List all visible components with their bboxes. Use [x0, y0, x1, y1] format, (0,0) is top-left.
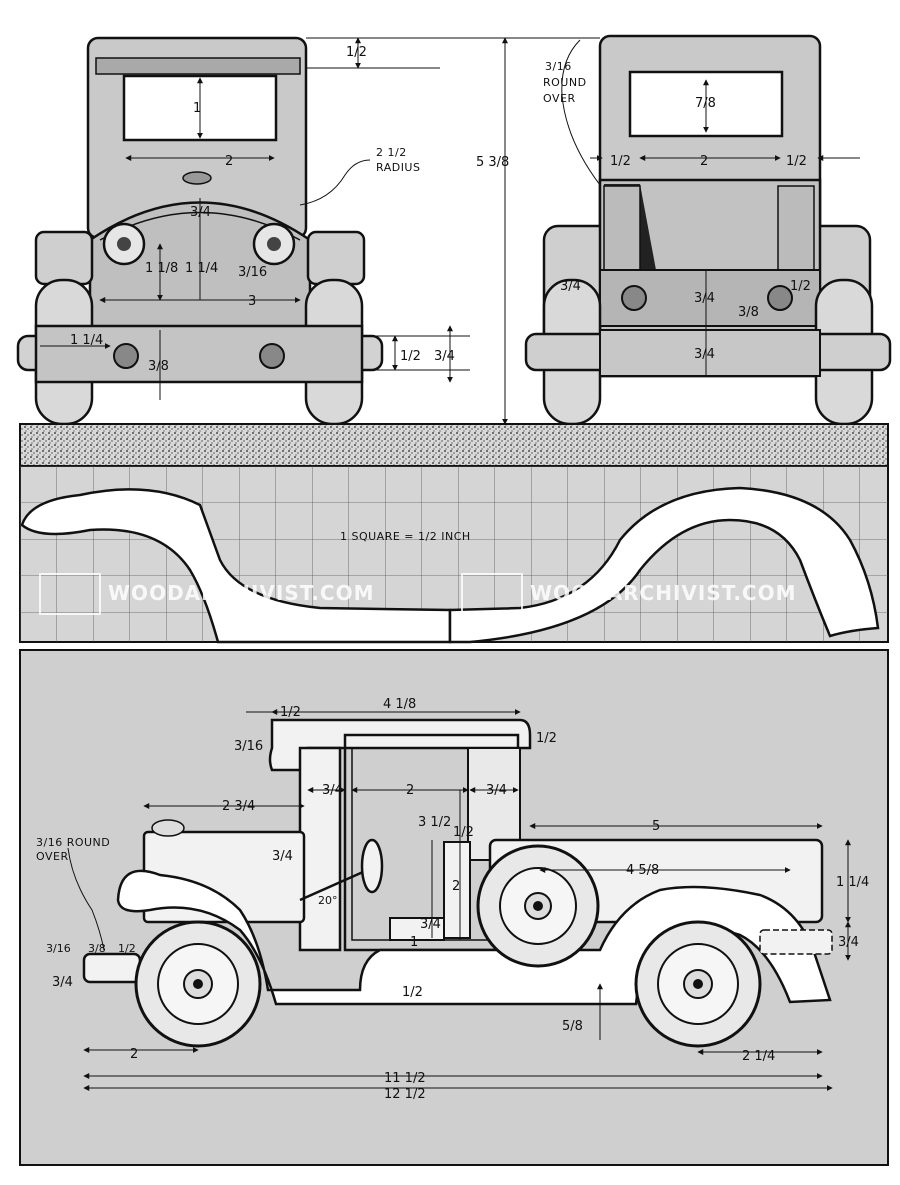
rear-wheel: [634, 920, 762, 1048]
rear-round-note-2: ROUND: [543, 76, 587, 89]
rear-side: 3/4: [560, 279, 581, 294]
side-front-b: 3/8: [88, 942, 106, 955]
rear-hole-r: 1/2: [790, 279, 811, 294]
side-round-note-1: 3/16 ROUND: [36, 836, 110, 849]
side-rear-bumper: 3/4: [838, 935, 859, 950]
top-gap: 1/2: [346, 45, 367, 60]
side-seat-thickness: 1/2: [453, 825, 474, 840]
side-overall-length: 12 1/2: [384, 1087, 426, 1102]
side-axle-rear: 2 1/4: [742, 1049, 775, 1064]
watermark-left: WOODARCHIVIST.COM: [39, 573, 375, 615]
radius-note-line2: RADIUS: [376, 161, 420, 174]
side-door-width: 2: [406, 783, 414, 798]
rear-view: 7/8 1/2 2 1/2 3/4 3/4 1/2 3/8 3/4 3/16 R…: [524, 34, 892, 426]
front-windshield-width: 2: [225, 154, 233, 169]
side-pillar-right: 3/4: [486, 783, 507, 798]
side-roof-back: 1/2: [536, 731, 557, 746]
rear-hole-sm: 3/8: [738, 305, 759, 320]
front-headlight-dia: 3/16: [238, 265, 267, 280]
side-front-c: 1/2: [118, 942, 136, 955]
side-roof-length: 4 1/8: [383, 697, 416, 712]
mid-wheel: [476, 844, 600, 968]
side-axle-height: 5/8: [562, 1019, 583, 1034]
side-roof-thickness: 3/16: [234, 739, 263, 754]
side-wheelbase: 11 1/2: [384, 1071, 426, 1086]
side-pillar-left: 3/4: [322, 783, 343, 798]
rear-round-note-1: 3/16: [545, 60, 572, 73]
front-bumper-side: 1 1/4: [70, 333, 103, 348]
side-bed-length: 5: [652, 819, 660, 834]
pattern-scale-note: 1 SQUARE = 1/2 INCH: [340, 530, 471, 543]
overall-height: 5 3/8: [476, 155, 509, 170]
front-headlight-low: 1 1/8: [145, 261, 178, 276]
front-hood-top: 3/4: [190, 205, 211, 220]
ground-strip: [19, 423, 889, 467]
side-hood-length: 2 3/4: [222, 799, 255, 814]
side-seat-post: 2: [452, 879, 460, 894]
rear-round-note-3: OVER: [543, 92, 576, 105]
side-wheel-width: 4 5/8: [626, 863, 659, 878]
rear-bed-mid: 3/4: [694, 291, 715, 306]
side-floor-width: 1: [410, 935, 418, 950]
side-bed-height: 1 1/4: [836, 875, 869, 890]
front-bumper-hole: 3/8: [148, 359, 169, 374]
front-headlight-high: 1 1/4: [185, 261, 218, 276]
watermark-right: WOODARCHIVIST.COM: [461, 573, 797, 615]
side-front-a: 3/16: [46, 942, 71, 955]
side-floor-height: 3/4: [420, 917, 441, 932]
rear-bottom: 3/4: [694, 347, 715, 362]
front-wheel: [134, 920, 262, 1048]
side-angle: 20°: [318, 894, 338, 907]
rear-left: 1/2: [610, 154, 631, 169]
side-front-d: 3/4: [52, 975, 73, 990]
front-windshield-height: 1: [193, 101, 201, 116]
side-view: 4 1/8 1/2 1/2 3/16 2 3/4 3/4 2 3/4 3 1/2…: [19, 649, 889, 1166]
radius-note-line1: 2 1/2: [376, 146, 407, 159]
side-axle-front: 2: [130, 1047, 138, 1062]
side-running-board: 1/2: [402, 985, 423, 1000]
rear-right: 1/2: [786, 154, 807, 169]
overall-height-dim: 1/2 5 3/8: [306, 37, 600, 425]
rear-window-height: 7/8: [695, 96, 716, 111]
front-bumper-h1: 1/2: [400, 349, 421, 364]
fender-pattern: 1 SQUARE = 1/2 INCH WOODARCHIVIST.COM WO…: [19, 465, 889, 644]
front-view: 1 2 3/4 1 1/8 1 1/4 3/16 3 1 1/4 3/8 1/2…: [16, 36, 470, 426]
rear-center: 2: [700, 154, 708, 169]
watermark-text-right: WOODARCHIVIST.COM: [530, 581, 797, 605]
watermark-text-left: WOODARCHIVIST.COM: [108, 581, 375, 605]
front-bumper-h2: 3/4: [434, 349, 455, 364]
front-headlight-span: 3: [248, 294, 256, 309]
side-seat-height: 3 1/2: [418, 815, 451, 830]
side-round-note-2: OVER: [36, 850, 69, 863]
side-cowl-height: 3/4: [272, 849, 293, 864]
side-roof-front: 1/2: [280, 705, 301, 720]
